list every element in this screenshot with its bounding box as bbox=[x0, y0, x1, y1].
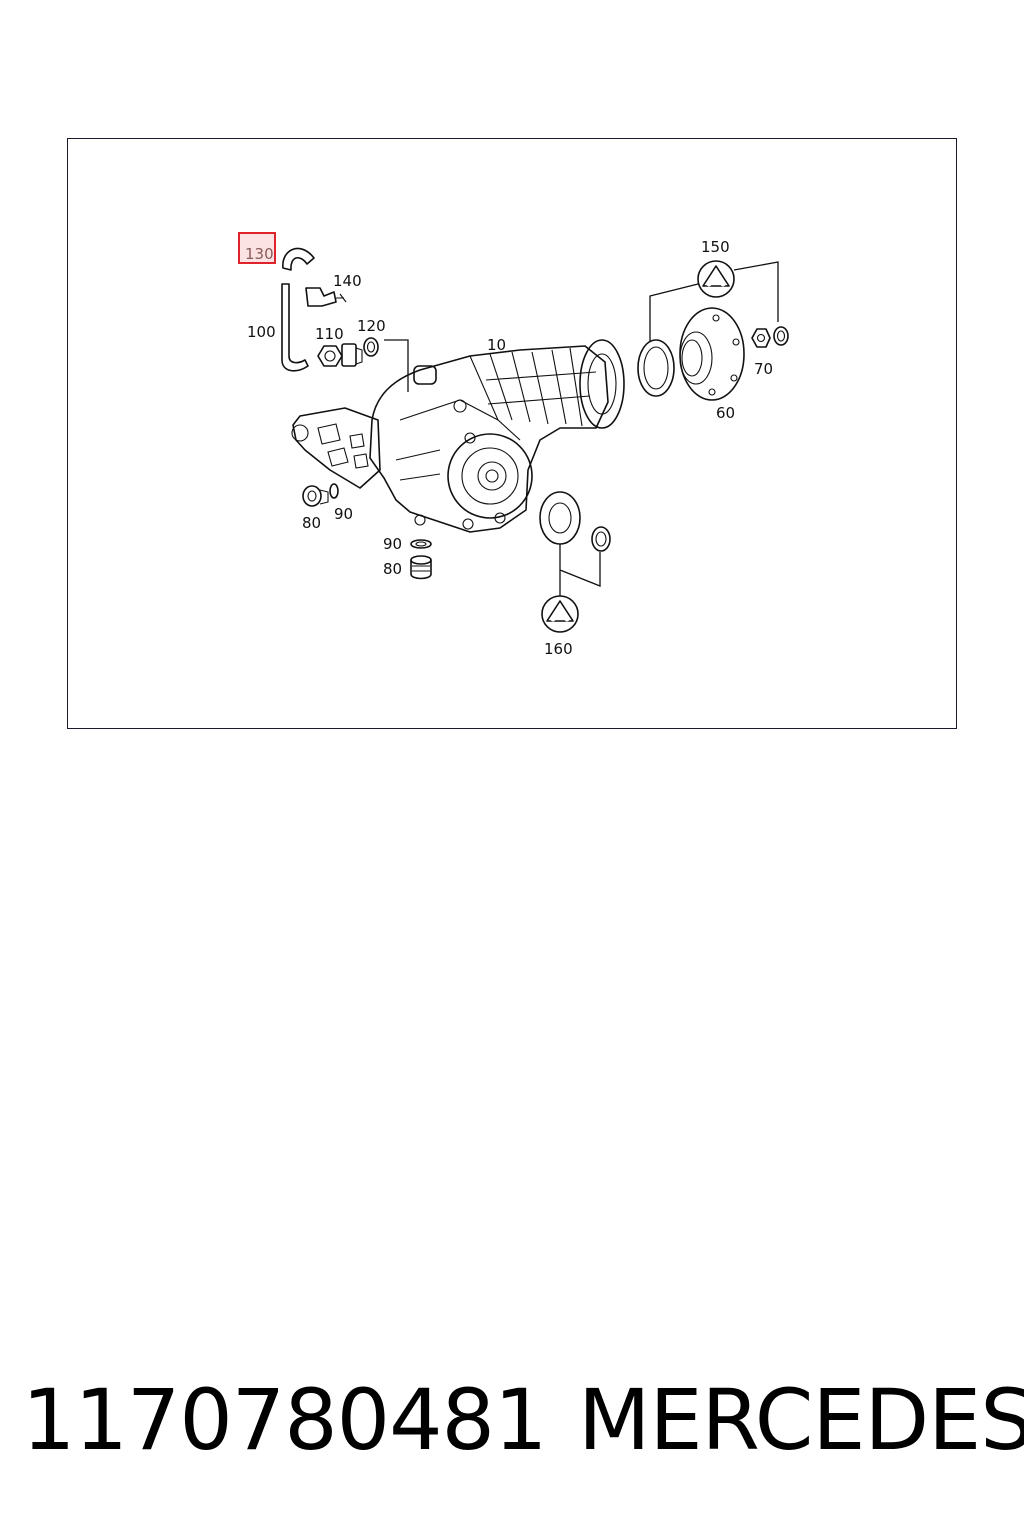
seal-ring-part-90-bottom bbox=[410, 539, 432, 549]
callout-60[interactable]: 60 bbox=[716, 404, 735, 422]
callout-140[interactable]: 140 bbox=[333, 272, 362, 290]
callout-70[interactable]: 70 bbox=[754, 360, 773, 378]
callout-100[interactable]: 100 bbox=[247, 323, 276, 341]
exploded-parts-diagram: 130 140 100 110 120 10 150 70 60 80 90 9… bbox=[238, 232, 789, 658]
shaft-seal-part-60 bbox=[637, 339, 675, 397]
callout-90-left[interactable]: 90 bbox=[334, 505, 353, 523]
callout-160[interactable]: 160 bbox=[544, 640, 573, 658]
callout-80-left[interactable]: 80 bbox=[302, 514, 321, 532]
diagram-frame bbox=[67, 138, 957, 729]
drive-flange-part-60 bbox=[679, 307, 745, 401]
brand-name: MERCEDES bbox=[578, 1371, 1024, 1469]
callout-120[interactable]: 120 bbox=[357, 317, 386, 335]
repair-kit-symbol-part-160 bbox=[539, 491, 611, 633]
drain-plug-part-80-left bbox=[302, 485, 329, 507]
callout-80-bottom[interactable]: 80 bbox=[383, 560, 402, 578]
collar-nut-part-70 bbox=[751, 326, 789, 348]
callout-90-bottom[interactable]: 90 bbox=[383, 535, 402, 553]
callout-130[interactable]: 130 bbox=[245, 245, 274, 263]
drain-plug-part-80-bottom bbox=[410, 555, 432, 580]
clip-part-140 bbox=[305, 287, 347, 307]
part-number: 1170780481 bbox=[22, 1371, 547, 1469]
callout-10[interactable]: 10 bbox=[487, 336, 506, 354]
seal-ring-part-90-left bbox=[329, 483, 339, 499]
callout-130-highlight[interactable] bbox=[238, 232, 276, 264]
vent-plug-part-110 bbox=[317, 343, 363, 367]
differential-housing-part-10 bbox=[291, 339, 625, 533]
callout-110[interactable]: 110 bbox=[315, 325, 344, 343]
seal-ring-part-120 bbox=[363, 337, 409, 392]
repair-kit-symbol-part-150 bbox=[649, 260, 779, 342]
hose-elbow-part-130 bbox=[282, 247, 315, 271]
vent-hose-part-100 bbox=[281, 283, 309, 372]
caption: 1170780481 MERCEDES bbox=[22, 1365, 1024, 1475]
callout-150[interactable]: 150 bbox=[701, 238, 730, 256]
